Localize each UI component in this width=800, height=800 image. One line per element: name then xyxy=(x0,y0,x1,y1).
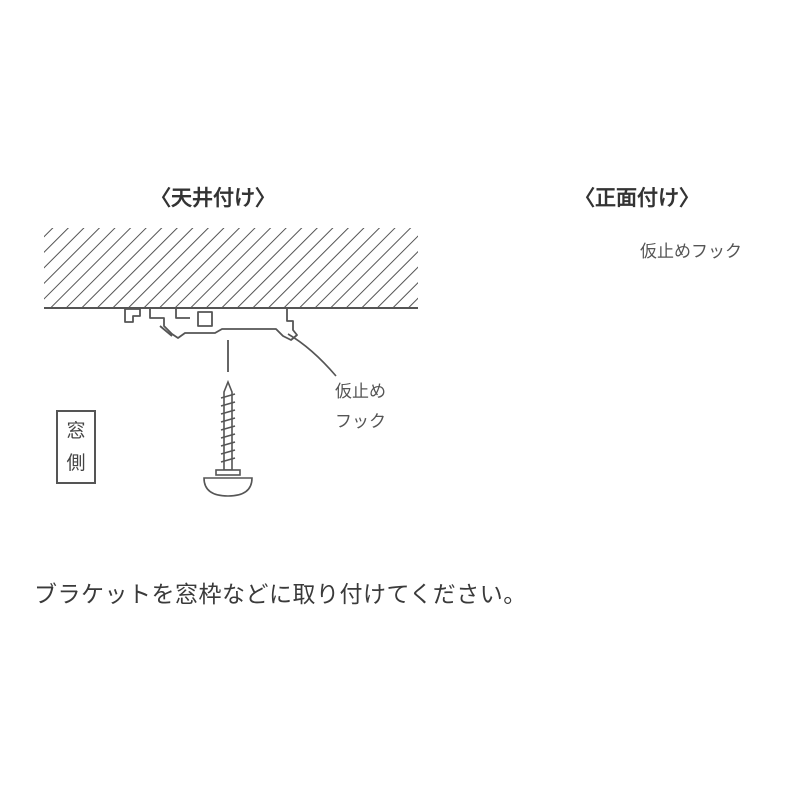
window-side-marker: 窓 側 xyxy=(56,410,96,484)
ceiling-hook-label-line1: 仮止め xyxy=(335,382,386,402)
ceiling-hook-label-line2: フック xyxy=(335,412,386,432)
ceiling-surface xyxy=(44,228,418,308)
wall-mount-heading: 〈正面付け〉 xyxy=(574,186,700,210)
instruction-caption: ブラケットを窓枠などに取り付けてください。 xyxy=(34,582,527,608)
ceiling-bracket xyxy=(124,308,298,341)
wall-hook-label: 仮止めフック xyxy=(640,242,742,262)
window-side-char-2: 側 xyxy=(66,452,86,474)
ceiling-mount-heading: 〈天井付け〉 xyxy=(150,186,276,210)
ceiling-screw xyxy=(203,379,253,497)
hook-leader-line xyxy=(287,333,337,377)
window-side-char-1: 窓 xyxy=(66,420,86,442)
ceiling-mount-diagram xyxy=(44,228,418,497)
